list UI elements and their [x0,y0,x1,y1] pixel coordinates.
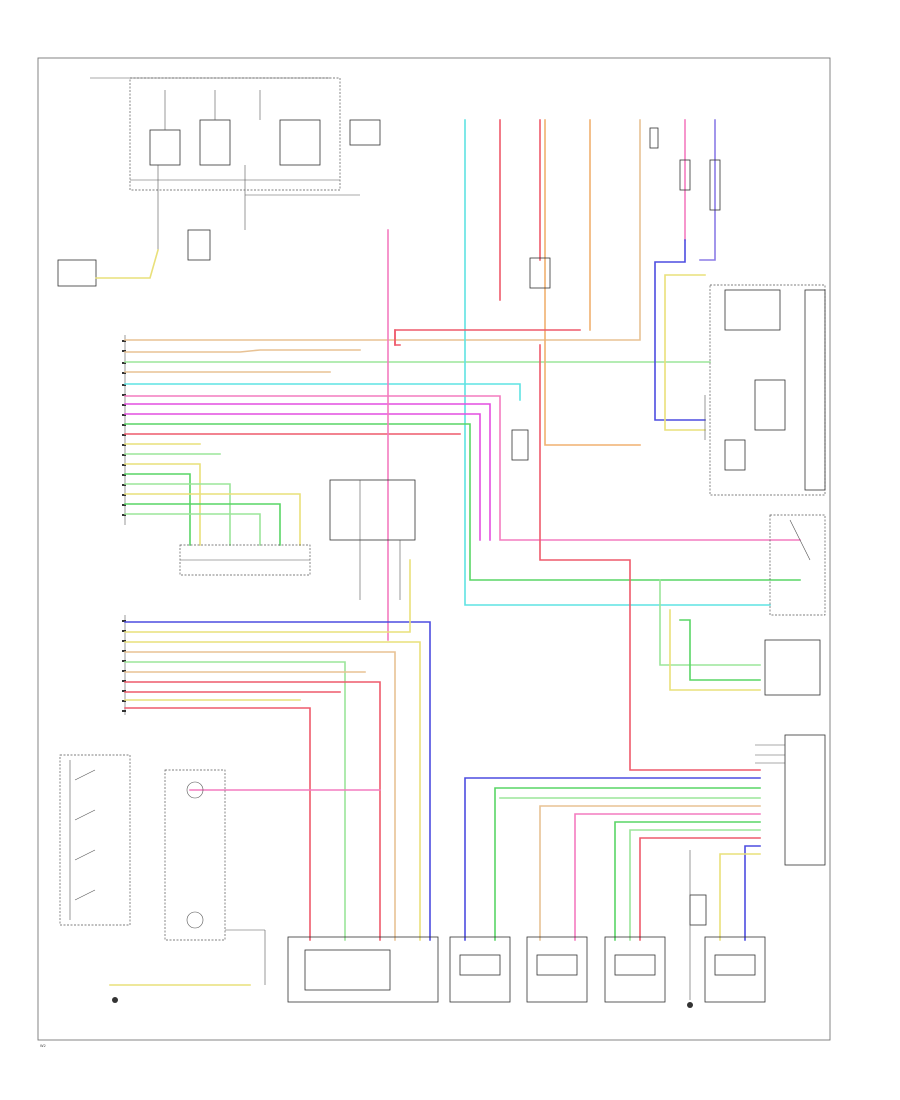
bottom-left-switch-block [59,754,266,1003]
footer-code: W2 [40,1044,46,1048]
power-relay-block [90,77,381,250]
ecm-connector-upper [122,335,126,525]
right-connector-middle [764,514,826,696]
transmission-sensor [57,229,211,287]
bottom-connectors [287,850,766,1008]
harness-wires [109,119,801,986]
right-module-top [704,284,826,496]
diagram-frame [37,57,831,1041]
right-connector-lower [755,734,826,866]
small-components [511,127,721,926]
center-switch-assembly [179,479,416,600]
